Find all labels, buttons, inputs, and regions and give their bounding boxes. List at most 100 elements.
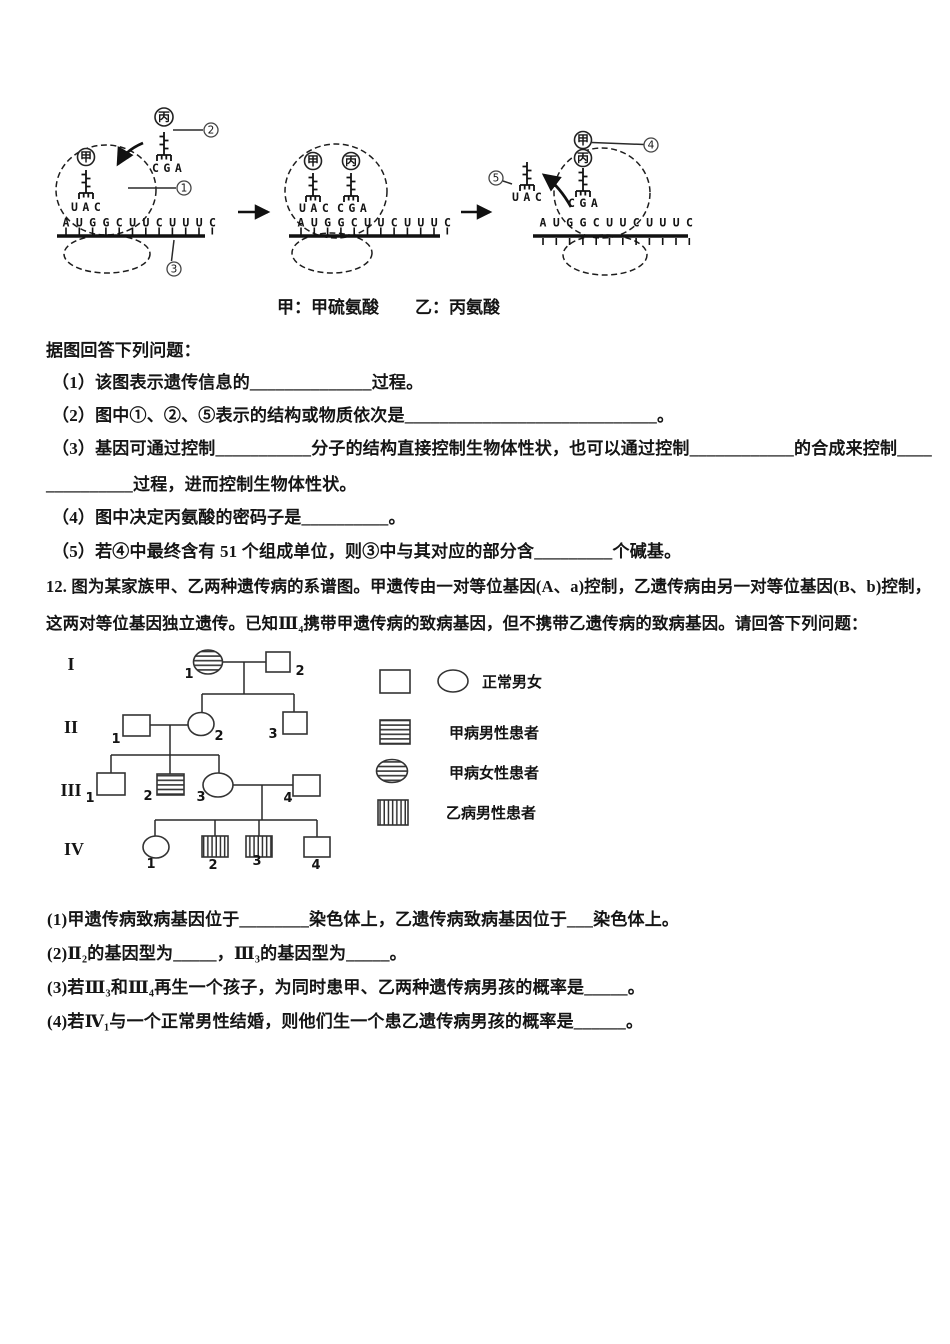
question-intro: 据图回答下列问题： <box>46 341 201 360</box>
amino-acid-jia-circle <box>76 147 96 167</box>
individual-number: 2 <box>214 729 223 744</box>
callout-1: 1 <box>181 183 188 195</box>
individual-number: 1 <box>146 857 155 872</box>
amino-acid-jia: 甲 <box>80 150 92 164</box>
figure-caption-yi: 乙：丙氨酸 <box>415 298 500 317</box>
callout-2: 2 <box>208 125 215 137</box>
legend-normal-female-symbol <box>437 669 469 693</box>
legend-label: 甲病男性患者 <box>449 724 539 742</box>
legend-label: 甲病女性患者 <box>449 764 539 782</box>
ribosome-small-subunit <box>63 234 151 274</box>
trna-exit-arrow <box>541 173 573 208</box>
individual-number: 1 <box>111 732 120 747</box>
callout-4: 4 <box>648 140 655 152</box>
legend-disease-B-male-symbol <box>377 799 409 826</box>
trna-icon <box>305 172 321 203</box>
amino-acid-bing-circle <box>341 151 361 171</box>
amino-acid-jia: 甲 <box>577 133 589 147</box>
amino-acid-bing: 丙 <box>158 110 170 124</box>
callout-4-circle <box>643 137 659 153</box>
released-trna-icon <box>519 161 535 192</box>
individual-number: 2 <box>143 789 152 804</box>
legend-label: 乙病男性患者 <box>446 804 536 822</box>
panel-2: AUGGCUUCUUUC UAC CGA 甲 丙 <box>284 143 451 274</box>
ribosome-small-subunit <box>562 234 648 276</box>
callout-2-circle <box>203 122 219 138</box>
individual-number: 1 <box>184 667 193 682</box>
translation-diagram: AUGGCUUCUUUC UAC 甲 丙 CGA 2 1 3 <box>55 107 700 277</box>
individual-number: 2 <box>208 858 217 873</box>
legend-disease-A-male-symbol <box>379 719 411 745</box>
mrna-sequence: AUGGCUUCUUUC <box>540 216 700 230</box>
anticodon-cga: CGA <box>152 161 186 175</box>
pedigree-lines <box>110 661 318 837</box>
amino-acid-bing: 丙 <box>577 151 589 165</box>
individual-IV-4-normal-male <box>303 836 331 858</box>
amino-acid-jia-circle <box>303 151 323 171</box>
individual-number: 3 <box>268 727 277 742</box>
sub-question-2: (2)Ⅱ₂的基因型为_____，Ⅲ₃的基因型为_____。 <box>47 944 407 963</box>
trna-icon <box>575 167 591 198</box>
individual-III-4-normal-male <box>292 774 321 797</box>
callout-3: 3 <box>171 264 178 276</box>
panel-3: AUGGCUUCUUUC UAC 5 CGA 丙 甲 4 <box>488 130 700 276</box>
question-3-line2: __________过程，进而控制生物体性状。 <box>46 475 357 494</box>
ribosome-large-subunit <box>284 143 388 239</box>
callout-5-circle <box>488 170 504 186</box>
trna-icon <box>156 131 172 162</box>
sub-question-4: (4)若Ⅳ₁与一个正常男性结婚，则他们生一个患乙遗传病男孩的概率是______。 <box>47 1012 644 1031</box>
individual-II-2-normal-female <box>187 711 215 737</box>
individual-number: 2 <box>295 664 304 679</box>
figure-caption-jia: 甲：甲硫氨酸 <box>277 298 379 317</box>
question-1: （1）该图表示遗传信息的______________过程。 <box>52 373 424 392</box>
pedigree-chart: I II III IV 1 2 1 2 3 1 2 3 4 1 <box>60 649 542 873</box>
question-12-line2: 这两对等位基因独立遗传。已知Ⅲ₄携带甲遗传病的致病基因，但不携带乙遗传病的致病基… <box>46 614 868 633</box>
amino-acid-jia-circle <box>573 130 593 150</box>
sub-question-3: (3)若Ⅲ₃和Ⅲ₄再生一个孩子，为同时患甲、乙两种遗传病男孩的概率是_____。 <box>47 978 645 997</box>
sub-question-1: (1)甲遗传病致病基因位于________染色体上，乙遗传病致病基因位于___染… <box>47 910 680 929</box>
anticodon-uac: UAC <box>512 190 546 204</box>
individual-number: 3 <box>196 790 205 805</box>
anticodon-cga: CGA <box>337 201 371 215</box>
generation-label-4: IV <box>64 839 84 859</box>
individual-II-1-normal-male <box>122 714 151 737</box>
individual-number: 4 <box>311 858 320 873</box>
amino-acid-bing-circle <box>573 148 593 168</box>
individual-III-1-normal-male <box>96 772 126 796</box>
legend-normal-male-symbol <box>379 669 411 694</box>
question-5: （5）若④中最终含有 51 个组成单位，则③中与其对应的部分含_________… <box>52 542 682 561</box>
amino-acid-bing-circle <box>154 107 174 127</box>
amino-acid-jia: 甲 <box>307 154 319 168</box>
individual-III-3-normal-female <box>202 772 234 798</box>
legend-label: 正常男女 <box>482 673 542 691</box>
anticodon-cga: CGA <box>568 196 602 210</box>
individual-IV-2-disease-B-male <box>201 835 229 858</box>
individual-number: 1 <box>85 791 94 806</box>
individual-number: 3 <box>252 854 261 869</box>
callout-5-line <box>502 180 513 185</box>
question-2: （2）图中①、②、⑤表示的结构或物质依次是___________________… <box>52 406 675 425</box>
individual-I-1-affected-female <box>192 649 224 675</box>
panel-1: AUGGCUUCUUUC UAC 甲 丙 CGA 2 1 3 <box>55 107 223 277</box>
callout-5: 5 <box>493 173 500 185</box>
callout-1-circle <box>176 180 192 196</box>
amino-acid-bing: 丙 <box>345 154 357 168</box>
pedigree-legend: 正常男女 甲病男性患者 甲病女性患者 乙病男性患者 <box>375 669 542 826</box>
question-12-line1: 12. 图为某家族甲、乙两种遗传病的系谱图。甲遗传由一对等位基因(A、a)控制，… <box>46 577 932 596</box>
legend-disease-A-female-symbol <box>375 758 409 784</box>
ribosome-large-subunit <box>55 144 157 236</box>
trna-icon <box>78 169 94 200</box>
anticodon-uac: UAC <box>299 201 333 215</box>
individual-I-2-normal-male <box>265 651 291 673</box>
callout-3-circle <box>166 261 182 277</box>
individual-IV-1-normal-female <box>142 835 170 859</box>
generation-label-3: III <box>60 780 81 800</box>
ribosome-large-subunit <box>553 147 651 239</box>
ribosome-small-subunit <box>291 232 373 274</box>
individual-III-2-disease-A-male <box>156 773 185 796</box>
question-4: （4）图中决定丙氨酸的密码子是__________。 <box>52 508 406 527</box>
trna-icon <box>343 172 359 203</box>
mrna-sequence: AUGGCUUCUUUC <box>63 216 223 230</box>
generation-label-2: II <box>64 717 78 737</box>
